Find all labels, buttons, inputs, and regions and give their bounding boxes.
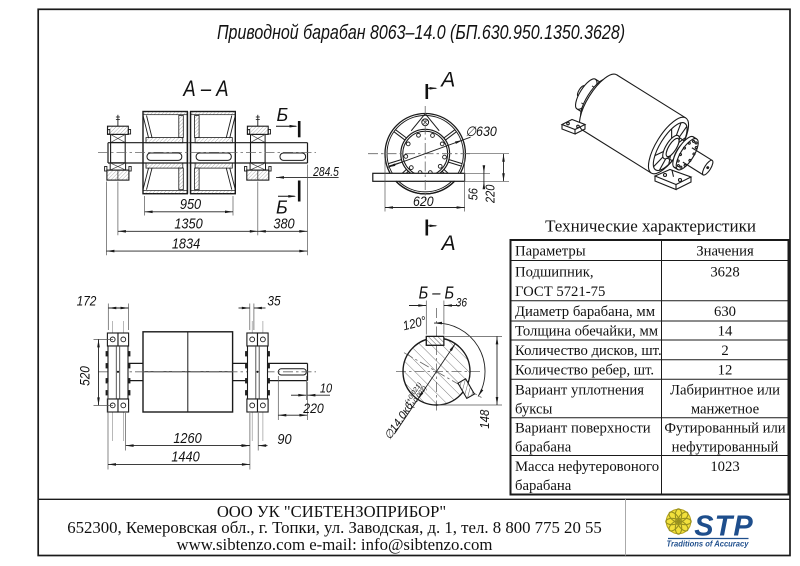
- svg-text:А: А: [439, 69, 455, 92]
- svg-text:нефутированный: нефутированный: [672, 440, 779, 456]
- svg-text:Значения: Значения: [696, 243, 754, 259]
- svg-text:3628: 3628: [710, 265, 739, 281]
- svg-text:барабана: барабана: [515, 478, 572, 494]
- svg-text:ООО УК "СИБТЕНЗОПРИБОР": ООО УК "СИБТЕНЗОПРИБОР": [217, 502, 446, 521]
- svg-text:14: 14: [718, 324, 733, 340]
- svg-text:Толщина обечайки, мм: Толщина обечайки, мм: [515, 324, 658, 340]
- svg-text:1834: 1834: [172, 236, 201, 252]
- svg-text:172: 172: [77, 293, 97, 309]
- svg-text:1260: 1260: [173, 430, 202, 446]
- svg-text:∅630: ∅630: [465, 124, 497, 140]
- svg-text:520: 520: [77, 366, 93, 386]
- svg-text:Футированный или: Футированный или: [664, 421, 785, 437]
- svg-text:12: 12: [718, 363, 733, 379]
- svg-text:90: 90: [277, 431, 292, 447]
- svg-text:220: 220: [302, 400, 324, 416]
- svg-text:1440: 1440: [171, 449, 200, 465]
- svg-text:ГОСТ 5721-75: ГОСТ 5721-75: [515, 284, 605, 300]
- svg-text:148: 148: [477, 409, 492, 428]
- svg-text:А – А: А – А: [183, 78, 229, 102]
- svg-text:950: 950: [180, 196, 202, 212]
- svg-text:Вариант поверхности: Вариант поверхности: [515, 421, 651, 437]
- svg-text:630: 630: [714, 304, 736, 320]
- svg-text:А: А: [440, 232, 456, 255]
- svg-text:Технические характеристики: Технические характеристики: [545, 217, 756, 236]
- svg-text:Параметры: Параметры: [515, 243, 586, 259]
- svg-text:Б: Б: [276, 198, 288, 218]
- svg-text:1023: 1023: [710, 459, 739, 475]
- svg-text:220: 220: [484, 184, 498, 204]
- svg-text:Приводной барабан 8063–14.0 (Б: Приводной барабан 8063–14.0 (БП.630.950.…: [217, 21, 625, 43]
- svg-text:буксы: буксы: [515, 402, 553, 418]
- svg-text:Вариант уплотнения: Вариант уплотнения: [515, 383, 644, 399]
- svg-text:Б – Б: Б – Б: [419, 283, 454, 302]
- svg-text:620: 620: [413, 193, 434, 209]
- svg-text:10: 10: [320, 382, 333, 396]
- svg-text:Масса нефутеровоного: Масса нефутеровоного: [515, 459, 659, 475]
- svg-text:www.sibtenzo.com e-mail: info@: www.sibtenzo.com e-mail: info@sibtenzo.c…: [177, 535, 493, 554]
- svg-text:манжетное: манжетное: [691, 402, 760, 418]
- svg-text:56: 56: [467, 188, 481, 201]
- svg-text:1350: 1350: [174, 216, 203, 232]
- svg-text:Traditions of Accuracy: Traditions of Accuracy: [667, 539, 750, 548]
- svg-text:Лабиринтное или: Лабиринтное или: [670, 383, 780, 399]
- svg-text:36: 36: [456, 297, 468, 310]
- svg-text:35: 35: [267, 293, 281, 309]
- svg-text:652300, Кемеровская обл., г. Т: 652300, Кемеровская обл., г. Топки, ул. …: [67, 518, 602, 537]
- svg-text:Количество ребер, шт.: Количество ребер, шт.: [515, 363, 654, 379]
- svg-text:STP: STP: [694, 511, 753, 543]
- svg-text:Подшипник,: Подшипник,: [515, 265, 594, 281]
- svg-text:380: 380: [273, 216, 295, 232]
- svg-text:Б: Б: [276, 105, 288, 125]
- svg-text:Количество дисков, шт.: Количество дисков, шт.: [515, 343, 662, 359]
- svg-text:2: 2: [721, 343, 728, 359]
- svg-text:120°: 120°: [401, 313, 428, 333]
- svg-text:Диаметр барабана, мм: Диаметр барабана, мм: [515, 304, 655, 320]
- svg-text:284.5: 284.5: [312, 166, 339, 179]
- svg-text:барабана: барабана: [515, 440, 572, 456]
